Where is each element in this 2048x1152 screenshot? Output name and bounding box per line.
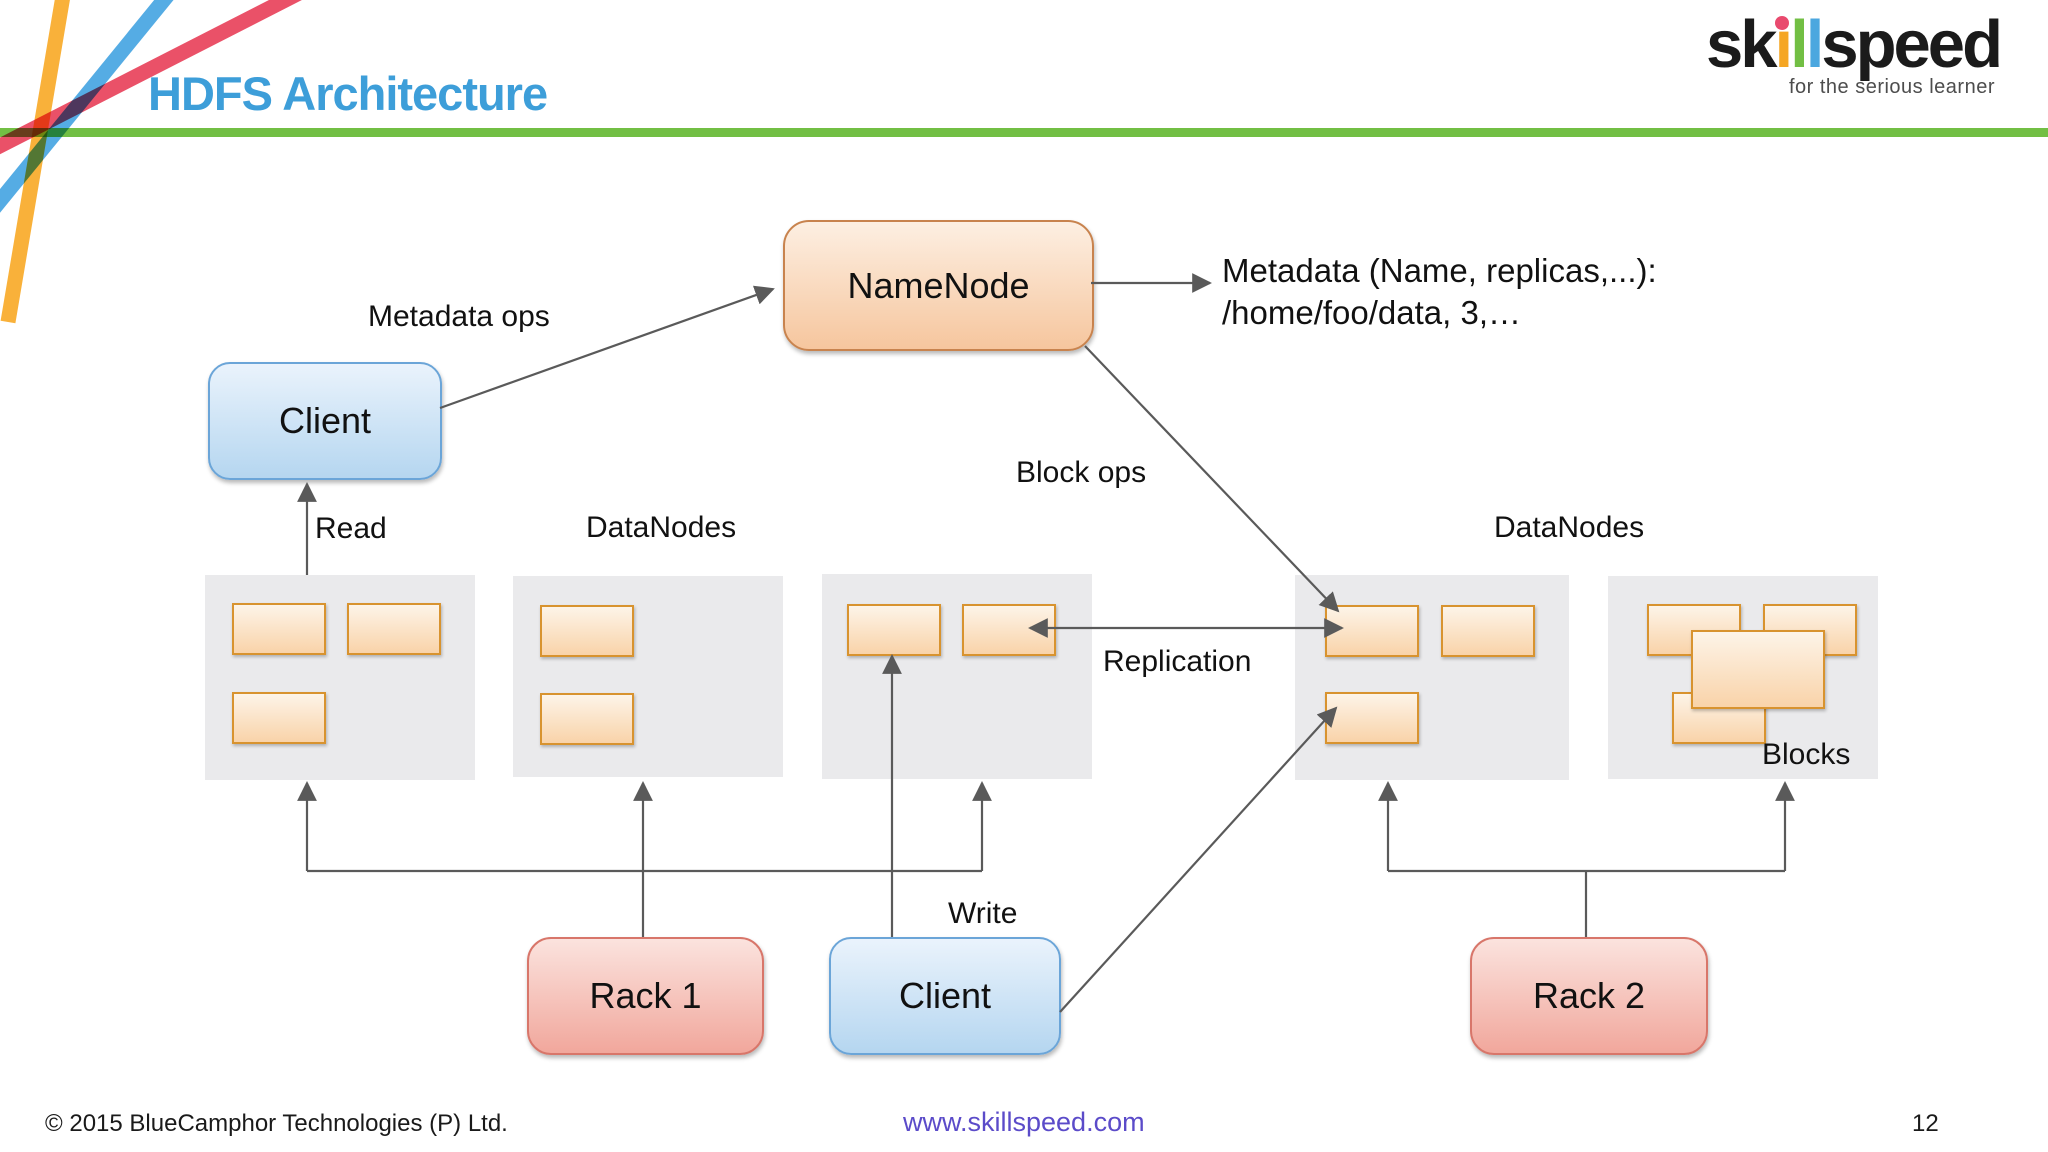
hdfs-block <box>540 605 634 657</box>
metadata-annotation-line2: /home/foo/data, 3,… <box>1222 294 1522 331</box>
namenode-box: NameNode <box>783 220 1094 351</box>
metadata-annotation: Metadata (Name, replicas,...): /home/foo… <box>1222 250 1657 334</box>
page-number: 12 <box>1912 1110 1939 1137</box>
label-block-ops: Block ops <box>1016 456 1147 489</box>
label-metadata-ops: Metadata ops <box>368 300 550 333</box>
logo-letter-i: ı <box>1774 7 1793 82</box>
rack2-label: Rack 2 <box>1532 975 1646 1016</box>
corner-decoration-lines <box>0 0 302 324</box>
label-datanodes-left: DataNodes <box>586 511 737 544</box>
website-link[interactable]: www.skillspeed.com <box>903 1107 1145 1137</box>
logo-i-dot-icon <box>1775 16 1790 30</box>
client-top-box: Client <box>208 362 442 480</box>
hdfs-block <box>232 692 326 744</box>
client-bottom-label: Client <box>898 975 992 1016</box>
rack1-label: Rack 1 <box>589 975 702 1016</box>
label-read: Read <box>315 512 387 545</box>
metadata-annotation-line1: Metadata (Name, replicas,...): <box>1222 252 1657 289</box>
hdfs-block <box>1325 692 1419 744</box>
logo-letters-sk: sk <box>1705 7 1778 82</box>
logo-letter-l-blue: l <box>1805 7 1825 82</box>
decor-line-blue <box>0 0 174 213</box>
page-title: HDFS Architecture <box>148 67 548 120</box>
label-replication: Replication <box>1103 645 1252 678</box>
decor-line-orange <box>0 0 70 324</box>
client-top-label: Client <box>278 400 372 441</box>
logo-tagline: for the serious learner <box>1788 76 1995 99</box>
label-datanodes-right: DataNodes <box>1494 511 1645 544</box>
hdfs-block-large <box>1691 630 1825 709</box>
hdfs-block <box>540 693 634 745</box>
label-blocks: Blocks <box>1762 738 1851 771</box>
client-bottom-box: Client <box>829 937 1061 1055</box>
rack2-box: Rack 2 <box>1470 937 1708 1055</box>
hdfs-block <box>1441 605 1535 657</box>
hdfs-block <box>232 603 326 655</box>
hdfs-block <box>347 603 441 655</box>
rack1-box: Rack 1 <box>527 937 764 1055</box>
logo-letter-l-green: l <box>1790 7 1809 82</box>
namenode-label: NameNode <box>847 264 1030 306</box>
header-divider <box>0 128 2048 137</box>
copyright-text: © 2015 BlueCamphor Technologies (P) Ltd. <box>45 1110 508 1137</box>
label-write: Write <box>948 897 1018 930</box>
logo-letters-speed: speed <box>1821 7 2003 82</box>
